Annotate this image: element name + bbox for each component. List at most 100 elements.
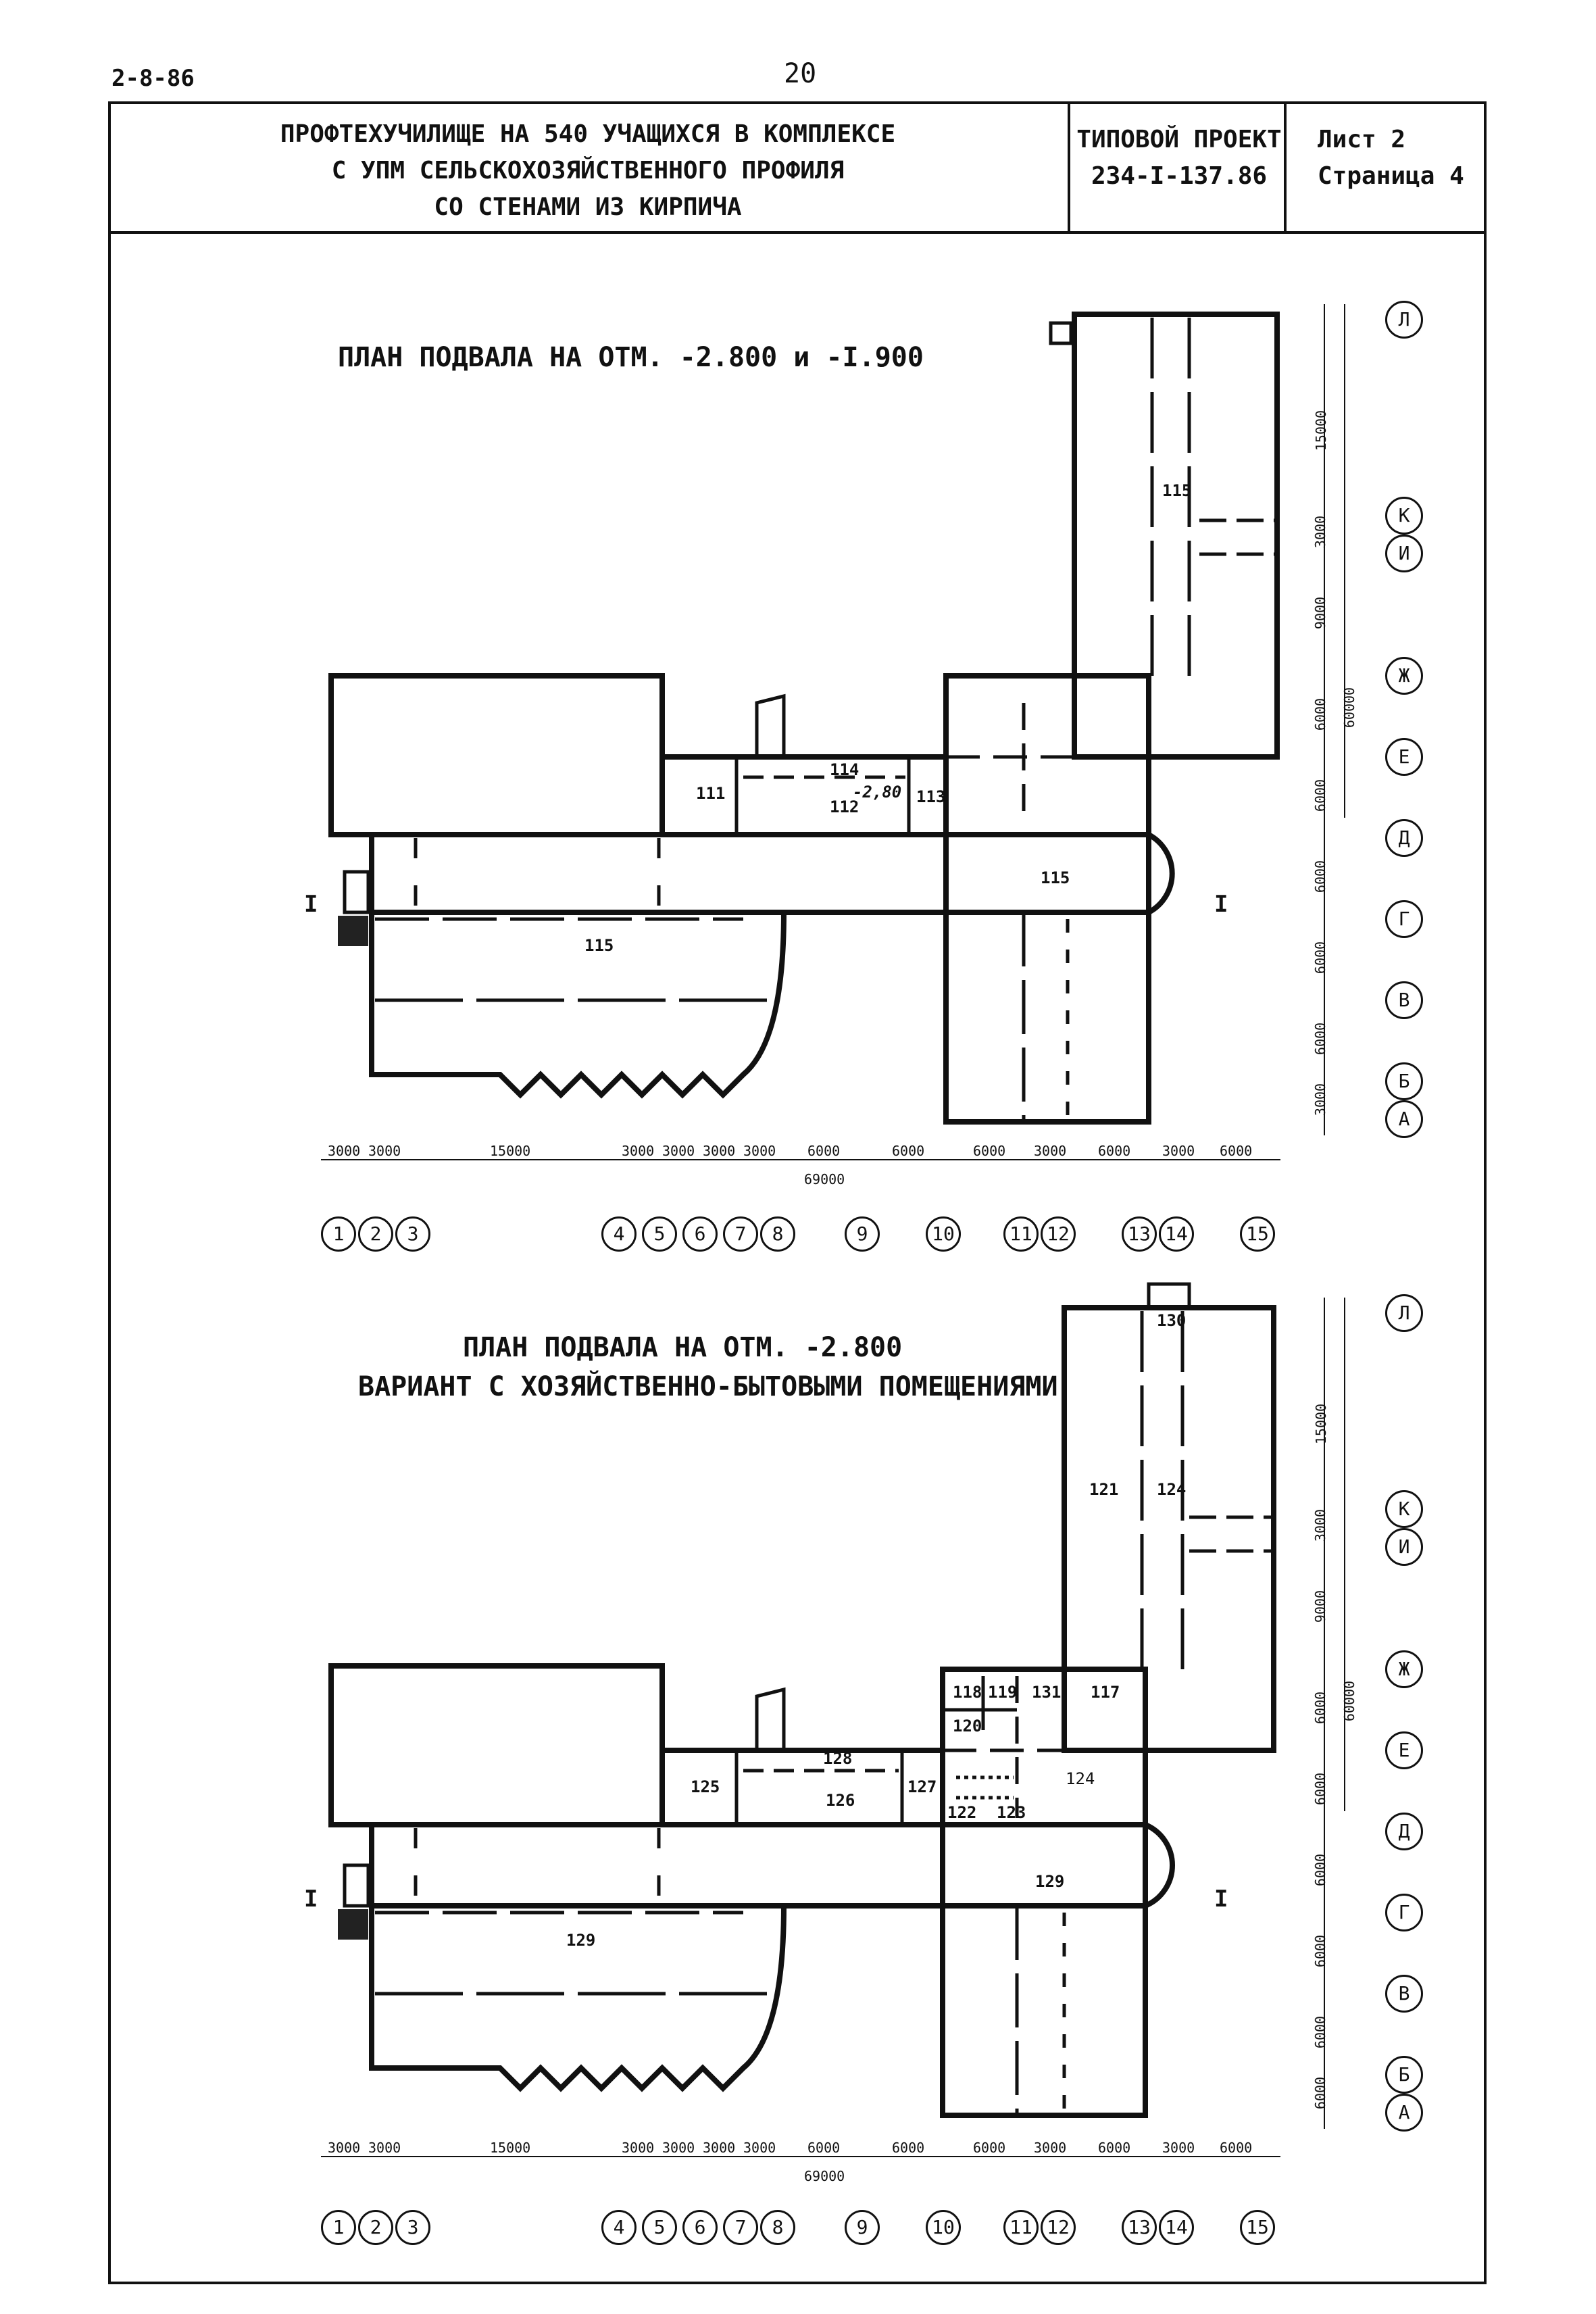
plan1-room-113: 113 — [916, 787, 946, 806]
plan2-title-line-1: ПЛАН ПОДВАЛА НА ОТМ. -2.800 — [463, 1332, 903, 1363]
plan1-haxis-11: 11 — [1003, 1216, 1039, 1252]
plan2-section-right: I — [1214, 1886, 1228, 1913]
plan2-room-131: 131 — [1032, 1683, 1062, 1702]
plan2-haxis-4: 4 — [601, 2210, 637, 2245]
plan2-vertical-axes: Л К И Ж Е Д Г В Б А — [1385, 1294, 1426, 2132]
title-line-1: ПРОФТЕХУЧИЛИЩЕ НА 540 УЧАЩИХСЯ В КОМПЛЕК… — [280, 120, 896, 148]
sheet-cell: Лист 2 Страница 4 — [1291, 122, 1514, 195]
plan1-hdim-5: 3000 — [662, 1143, 695, 1159]
plan2-vdim-7: 6000 — [1312, 1934, 1329, 1968]
plan1-haxis-2: 2 — [358, 1216, 393, 1252]
project-number: 234-I-137.86 — [1091, 162, 1268, 190]
drawing-frame — [108, 101, 1487, 2284]
plan2-vdim-3: 9000 — [1312, 1590, 1329, 1623]
plan1-hdim-10: 6000 — [973, 1143, 1006, 1159]
page-number: 20 — [784, 58, 817, 89]
plan1-hdim-4: 3000 — [622, 1143, 655, 1159]
plan2-haxis-1: 1 — [321, 2210, 356, 2245]
plan2-haxis-10: 10 — [926, 2210, 961, 2245]
plan2-haxis-2: 2 — [358, 2210, 393, 2245]
plan2-hdim-14: 6000 — [1220, 2140, 1253, 2156]
plan2-hdim-11: 3000 — [1034, 2140, 1067, 2156]
sheet-code: 2-8-86 — [111, 65, 195, 92]
plan2-haxis-12: 12 — [1041, 2210, 1076, 2245]
plan1-hdim-1: 3000 — [328, 1143, 361, 1159]
plan2-hdim-13: 3000 — [1162, 2140, 1195, 2156]
plan1-lower-west — [369, 912, 787, 1099]
plan2-haxis-7: 7 — [723, 2210, 758, 2245]
plan2-haxis-9: 9 — [845, 2210, 880, 2245]
plan1-hdim-11: 3000 — [1034, 1143, 1067, 1159]
plan1-horizontal-dims: 3000 3000 15000 3000 3000 3000 3000 6000… — [321, 1143, 1280, 1208]
plan1-hdim-14: 6000 — [1220, 1143, 1253, 1159]
plan2-room-125: 125 — [691, 1777, 720, 1796]
plan2-room-119: 119 — [988, 1683, 1018, 1702]
plan2-hdim-12: 6000 — [1098, 2140, 1131, 2156]
plan1-room-111: 111 — [696, 784, 726, 803]
plan2-vdim-6: 6000 — [1312, 1853, 1329, 1887]
plan2-axis-Zh: Ж — [1385, 1650, 1423, 1688]
plan2-hdim-2: 3000 — [368, 2140, 401, 2156]
plan1-vertical-axes: Л К И Ж Е Д Г В Б А — [1385, 301, 1426, 1139]
plan1-hdim-12: 6000 — [1098, 1143, 1131, 1159]
plan2-vdim-total: 60000 — [1341, 1680, 1358, 1722]
plan1-title: ПЛАН ПОДВАЛА НА ОТМ. -2.800 и -I.900 — [338, 342, 924, 373]
sheet-list: Лист 2 — [1318, 126, 1406, 153]
plan2-hdim-7: 3000 — [743, 2140, 776, 2156]
plan1-axis-B: Б — [1385, 1062, 1423, 1100]
plan1-hdim-13: 3000 — [1162, 1143, 1195, 1159]
plan2-vertical-dims: 15000 3000 9000 6000 60000 6000 6000 600… — [1301, 1294, 1357, 2132]
plan2-room-127: 127 — [907, 1777, 937, 1796]
plan1-axis-I: И — [1385, 535, 1423, 572]
plan1-north-wing — [1072, 312, 1280, 760]
plan1-hdim-7: 3000 — [743, 1143, 776, 1159]
plan1-corridor — [369, 832, 1175, 915]
plan1-axis-Zh: Ж — [1385, 657, 1423, 695]
plan1-axis-G: Г — [1385, 900, 1423, 938]
plan2-vdim-8: 6000 — [1312, 2015, 1329, 2049]
plan1-hdim-3: 15000 — [490, 1143, 531, 1159]
project-label: ТИПОВОЙ ПРОЕКТ — [1076, 126, 1282, 153]
plan1-room-115-north: 115 — [1162, 481, 1192, 500]
plan1-haxis-12: 12 — [1041, 1216, 1076, 1252]
plan2-haxis-5: 5 — [642, 2210, 677, 2245]
plan1-haxis-5: 5 — [642, 1216, 677, 1252]
title-block-name: ПРОФТЕХУЧИЛИЩЕ НА 540 УЧАЩИХСЯ В КОМПЛЕК… — [108, 116, 1068, 226]
plan1-haxis-10: 10 — [926, 1216, 961, 1252]
title-divider-1 — [1068, 101, 1070, 231]
plan2-total: 69000 — [804, 2168, 845, 2184]
plan2-axis-A: А — [1385, 2094, 1423, 2132]
plan2-hdim-10: 6000 — [973, 2140, 1006, 2156]
plan2-haxis-3: 3 — [395, 2210, 430, 2245]
plan2-room-117: 117 — [1091, 1683, 1120, 1702]
plan2-section-left: I — [304, 1886, 318, 1913]
plan2-axis-E: Е — [1385, 1731, 1423, 1769]
plan2-hdim-9: 6000 — [892, 2140, 925, 2156]
plan1-axis-A: А — [1385, 1100, 1423, 1138]
plan2-haxis-13: 13 — [1122, 2210, 1157, 2245]
plan2-title: ПЛАН ПОДВАЛА НА ОТМ. -2.800 ВАРИАНТ С ХО… — [358, 1328, 1058, 1406]
plan2-room-129-corridor: 129 — [1035, 1872, 1065, 1891]
plan2-haxis-8: 8 — [760, 2210, 795, 2245]
plan2-vdim-5: 6000 — [1312, 1772, 1329, 1806]
plan2-hdim-8: 6000 — [807, 2140, 841, 2156]
plan2-axis-I: И — [1385, 1528, 1423, 1566]
plan2-haxis-6: 6 — [682, 2210, 718, 2245]
plan1-haxis-8: 8 — [760, 1216, 795, 1252]
plan1-axis-K: К — [1385, 497, 1423, 535]
plan1-haxis-9: 9 — [845, 1216, 880, 1252]
plan2-room-130: 130 — [1157, 1311, 1187, 1330]
plan2-hdim-5: 3000 — [662, 2140, 695, 2156]
plan1-level-mark: -2,80 — [853, 783, 902, 802]
plan2-room-123: 123 — [997, 1803, 1026, 1822]
plan1-haxis-4: 4 — [601, 1216, 637, 1252]
plan2-axis-D: Д — [1385, 1813, 1423, 1850]
plan1-room-114: 114 — [830, 760, 859, 779]
plan2-room-121: 121 — [1089, 1480, 1119, 1499]
plan2-room-124-north: 124 — [1157, 1480, 1187, 1499]
plan1-total: 69000 — [804, 1171, 845, 1187]
plan2-room-126: 126 — [826, 1791, 855, 1810]
plan2-room-120: 120 — [953, 1717, 982, 1736]
title-line-2: С УПМ СЕЛЬСКОХОЗЯЙСТВЕННОГО ПРОФИЛЯ — [331, 157, 845, 184]
